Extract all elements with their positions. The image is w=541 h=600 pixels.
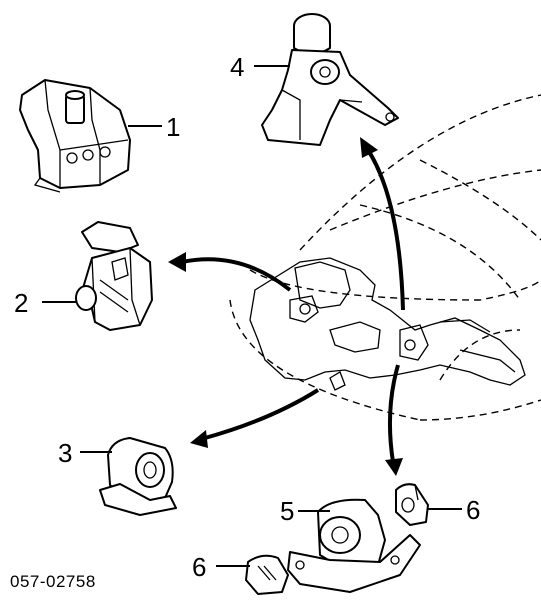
callout-1: 1 bbox=[166, 112, 180, 142]
arrow-head-to-part-5 bbox=[385, 458, 403, 476]
diagram-code: 057-02758 bbox=[10, 572, 96, 591]
arrow-head-to-part-4 bbox=[360, 137, 378, 158]
arrow-to-part-4 bbox=[366, 148, 405, 311]
arrow-to-part-2 bbox=[181, 257, 292, 292]
callout-6-left: 6 bbox=[192, 552, 206, 582]
callout-2: 2 bbox=[14, 288, 28, 318]
callout-5: 5 bbox=[280, 496, 294, 526]
part-2-side-mount bbox=[75, 221, 153, 331]
part-6-stopper-left bbox=[245, 554, 289, 595]
callout-3: 3 bbox=[58, 438, 72, 468]
part-6-stopper-right bbox=[395, 483, 429, 526]
arrows bbox=[168, 137, 405, 476]
part-1-mount-bracket bbox=[19, 79, 131, 193]
arrow-head-to-part-2 bbox=[168, 252, 186, 272]
callout-4: 4 bbox=[230, 52, 244, 82]
arrow-to-part-3 bbox=[204, 388, 320, 440]
engine-subframe-assembly bbox=[249, 257, 526, 391]
part-4-upper-mount bbox=[261, 13, 399, 146]
arrow-head-to-part-3 bbox=[190, 430, 208, 448]
part-3-rubber-mount bbox=[99, 437, 177, 516]
part-5-lower-mount bbox=[287, 498, 421, 593]
arrow-to-part-5 bbox=[387, 364, 400, 463]
vehicle-body-outline bbox=[229, 94, 541, 421]
callout-6-right: 6 bbox=[466, 495, 480, 525]
